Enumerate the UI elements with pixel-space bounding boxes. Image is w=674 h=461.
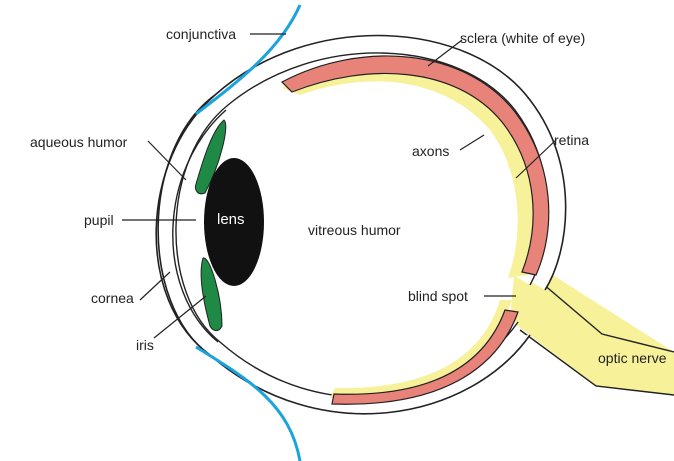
label-retina: retina [554,132,589,148]
optic-nerve-shape [510,270,674,395]
label-axons: axons [412,143,449,159]
label-sclera: sclera (white of eye) [460,30,585,46]
label-optic-nerve: optic nerve [598,350,667,366]
label-iris: iris [136,337,154,353]
label-aqueous-humor: aqueous humor [30,134,128,150]
label-cornea: cornea [91,290,134,306]
label-pupil: pupil [84,212,114,228]
label-lens: lens [217,211,245,228]
label-vitreous-humor: vitreous humor [308,222,401,238]
label-blind-spot: blind spot [408,288,468,304]
label-conjunctiva: conjunctiva [166,26,236,42]
